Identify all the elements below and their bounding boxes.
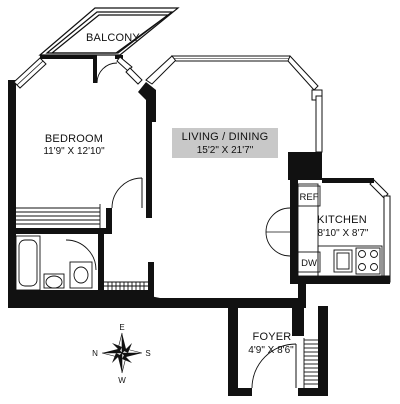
- living-dims: 15'2" X 21'7": [197, 145, 254, 156]
- living-label: LIVING / DINING: [182, 131, 269, 143]
- kitchen: REF DW KITCHEN 8'10" X 8'7": [265, 183, 383, 277]
- compass-w: W: [118, 376, 126, 385]
- living-highlight: [172, 128, 278, 158]
- balcony-label: BALCONY: [86, 32, 140, 44]
- dw-label: DW: [301, 258, 317, 269]
- compass-e: E: [119, 323, 124, 332]
- balcony: BALCONY: [38, 7, 180, 56]
- kitchen-dims: 8'10" X 8'7": [318, 228, 369, 239]
- exterior-walls: [8, 55, 391, 396]
- foyer-label: FOYER: [253, 331, 292, 343]
- bathroom: [15, 177, 154, 298]
- compass-n: N: [92, 349, 98, 358]
- room-labels: BEDROOM 11'9" X 12'10" LIVING / DINING 1…: [43, 128, 294, 356]
- ref-label: REF: [300, 192, 319, 203]
- foyer-dims: 4'9" X 8'6": [248, 345, 294, 356]
- bedroom-label: BEDROOM: [45, 133, 103, 145]
- bedroom-dims: 11'9" X 12'10": [43, 146, 105, 157]
- compass-s: S: [145, 349, 150, 358]
- compass-rose: E W N S: [92, 323, 151, 385]
- kitchen-label: KITCHEN: [317, 214, 367, 226]
